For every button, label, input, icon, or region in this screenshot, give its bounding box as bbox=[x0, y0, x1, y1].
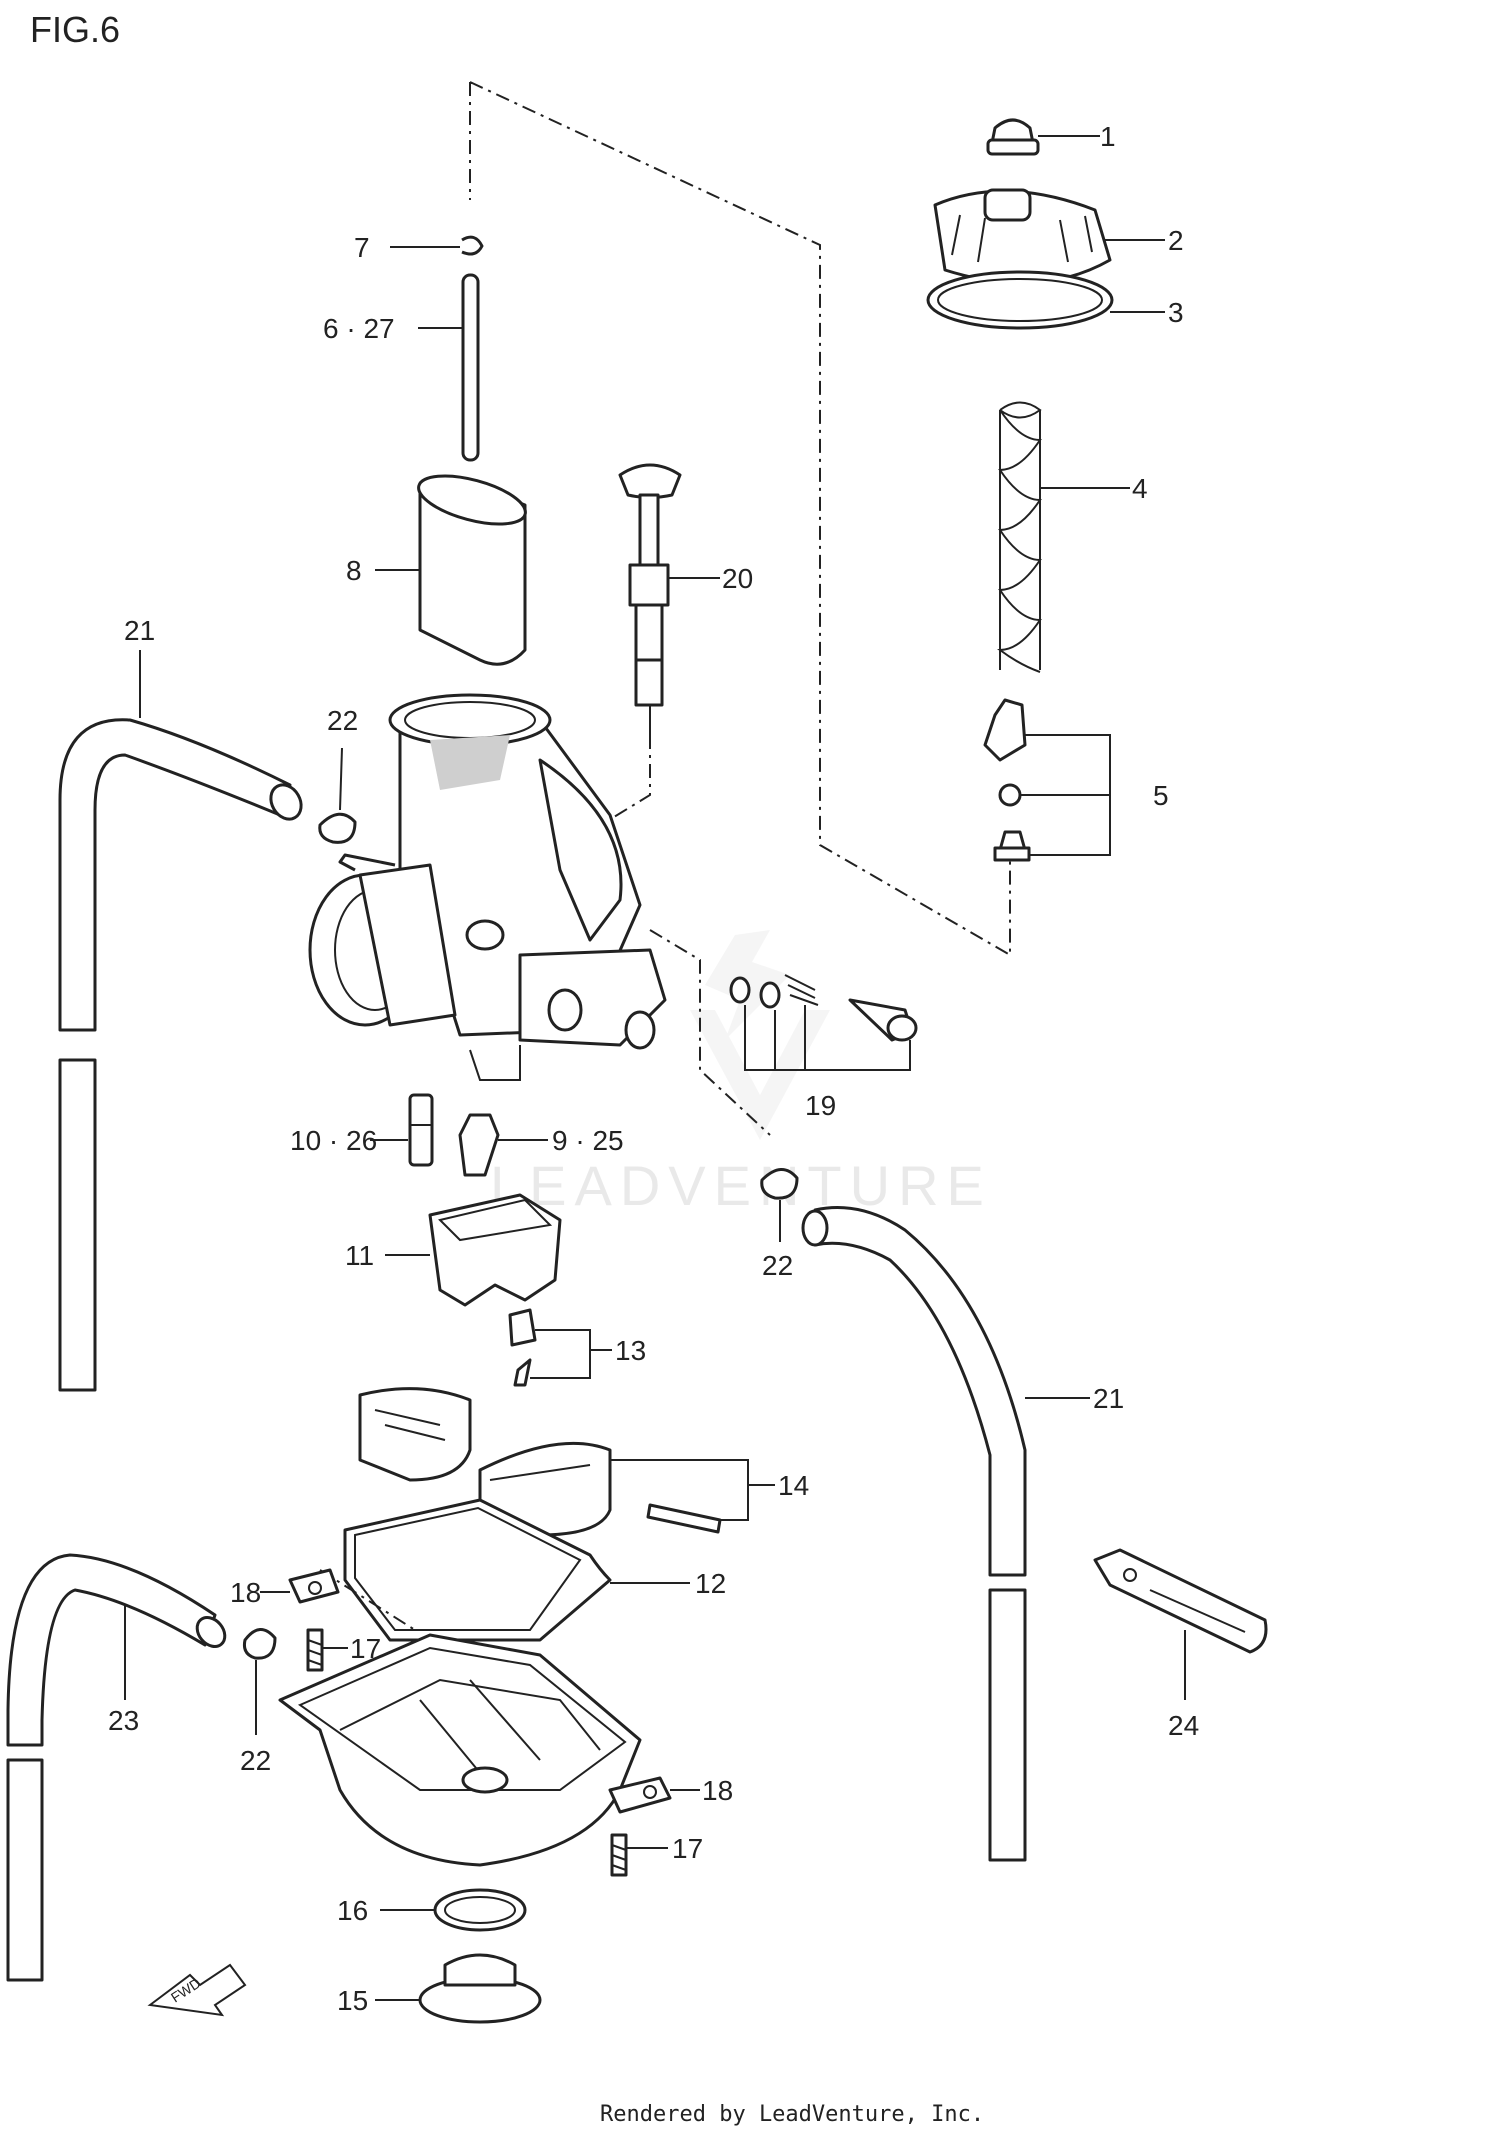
part-8-throttle-valve bbox=[417, 474, 527, 666]
part-16-inner bbox=[444, 1896, 516, 1924]
callout-7: 7 bbox=[354, 232, 370, 263]
callout-4: 4 bbox=[1132, 473, 1148, 504]
callout-15: 15 bbox=[337, 1985, 368, 2016]
callout-10-26: 10 · 26 bbox=[290, 1125, 377, 1156]
callout-8: 8 bbox=[346, 555, 362, 586]
callout-20: 20 bbox=[722, 563, 753, 594]
footer-credit: Rendered by LeadVenture, Inc. bbox=[600, 2102, 984, 2127]
part-3-gasket-inner bbox=[937, 278, 1103, 322]
part-4-spring bbox=[997, 401, 1042, 673]
leader-22a bbox=[339, 747, 343, 811]
callout-11: 11 bbox=[345, 1240, 374, 1271]
callout-6-27: 6 · 27 bbox=[323, 313, 395, 344]
callout-21b: 21 bbox=[1093, 1383, 1124, 1414]
callout-22c: 22 bbox=[240, 1745, 271, 1776]
part-24-hose-clamp-strap bbox=[1093, 1548, 1268, 1654]
callout-22a: 22 bbox=[327, 705, 358, 736]
part-5-needle-clip-set bbox=[983, 698, 1031, 862]
part-22-clamp-b bbox=[760, 1168, 799, 1200]
part-13-needle-valve bbox=[508, 1308, 537, 1387]
callout-16: 16 bbox=[337, 1895, 368, 1926]
callout-17b: 17 bbox=[672, 1833, 703, 1864]
callout-3: 3 bbox=[1168, 297, 1184, 328]
part-12-inner bbox=[354, 1506, 582, 1631]
part-11-float-valve-seat bbox=[428, 1193, 562, 1307]
float-bowl bbox=[278, 1633, 642, 1867]
part-20-starter-plunger bbox=[618, 463, 682, 735]
part-15-drain-plug bbox=[418, 1953, 542, 2024]
part-2-top-cap bbox=[933, 188, 1112, 285]
callout-9-25: 9 · 25 bbox=[552, 1125, 624, 1156]
part-3-gasket bbox=[926, 270, 1114, 330]
callout-1: 1 bbox=[1100, 121, 1116, 152]
part-22-clamp-a bbox=[318, 812, 357, 844]
callout-22b: 22 bbox=[762, 1250, 793, 1281]
assembly-guide-line bbox=[469, 81, 1011, 957]
leader-5 bbox=[1020, 734, 1111, 856]
figure-title: FIG.6 bbox=[30, 9, 120, 50]
callout-21a: 21 bbox=[124, 615, 155, 646]
callout-13: 13 bbox=[615, 1335, 646, 1366]
callout-18a: 18 bbox=[230, 1577, 261, 1608]
callout-23: 23 bbox=[108, 1705, 139, 1736]
callout-2: 2 bbox=[1168, 225, 1184, 256]
part-21-vent-hose-right bbox=[801, 1206, 1027, 1862]
part-18-bracket-lower bbox=[608, 1776, 672, 1814]
watermark-text: LEADVENTURE bbox=[490, 1154, 992, 1217]
part-17-screw-lower bbox=[610, 1833, 628, 1877]
callout-24: 24 bbox=[1168, 1710, 1199, 1741]
guide-12 bbox=[319, 1569, 416, 1631]
leader-13 bbox=[530, 1329, 591, 1379]
part-17-screw-upper bbox=[306, 1628, 324, 1672]
part-9-main-jet bbox=[458, 1113, 500, 1177]
part-21-vent-hose-left bbox=[58, 718, 303, 1392]
carburetor-body bbox=[308, 693, 667, 1081]
callout-5: 5 bbox=[1153, 780, 1169, 811]
part-1-cap-nut bbox=[986, 118, 1040, 156]
fwd-arrow-icon: FWD bbox=[147, 1963, 247, 2017]
part-10-pilot-jet bbox=[408, 1093, 434, 1167]
part-22-clamp-c bbox=[243, 1628, 277, 1660]
part-6-jet-needle bbox=[461, 273, 480, 462]
part-14-float-left bbox=[358, 1387, 472, 1482]
leader-19 bbox=[744, 1005, 911, 1071]
part-12-float-bowl-gasket bbox=[343, 1498, 612, 1642]
part-23-drain-hose bbox=[6, 1553, 227, 1982]
part-18-bracket-upper bbox=[288, 1568, 340, 1604]
guide-body bbox=[649, 929, 771, 1136]
part-19-air-screw-set bbox=[729, 974, 918, 1042]
leader-14 bbox=[610, 1459, 775, 1521]
callout-12: 12 bbox=[695, 1568, 726, 1599]
callout-19: 19 bbox=[805, 1090, 836, 1121]
part-7-clip bbox=[461, 235, 484, 256]
callout-14: 14 bbox=[778, 1470, 809, 1501]
part-14-float bbox=[478, 1441, 722, 1537]
callout-18b: 18 bbox=[702, 1775, 733, 1806]
guide-20 bbox=[559, 735, 651, 851]
